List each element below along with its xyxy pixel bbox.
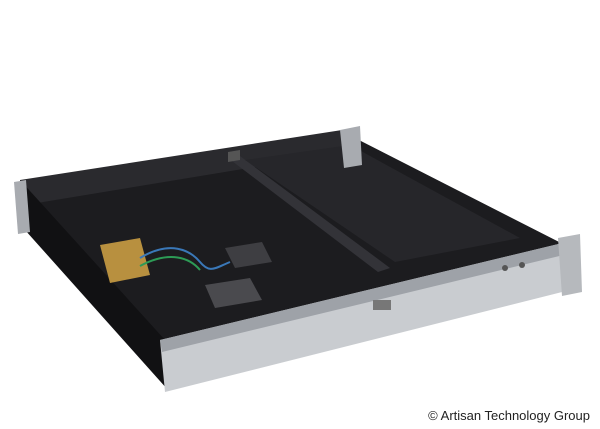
screw [502, 265, 508, 271]
left-wall [20, 180, 168, 390]
wire-harness [139, 247, 231, 270]
wire-harness [139, 256, 201, 271]
divider-wall [228, 156, 390, 272]
back-right-ear [340, 126, 362, 168]
divider-top [228, 150, 240, 162]
left-ear [14, 180, 30, 234]
right-bay-plate [245, 145, 520, 262]
front-rail [160, 240, 578, 392]
right-ear [558, 234, 582, 296]
label-pad [205, 278, 262, 308]
transformer [100, 238, 150, 283]
back-wall [20, 128, 358, 205]
label-pad [225, 242, 272, 268]
screw [519, 262, 525, 268]
front-rail-shadow [160, 240, 576, 352]
latch [373, 300, 391, 310]
watermark: © Artisan Technology Group [428, 408, 590, 423]
